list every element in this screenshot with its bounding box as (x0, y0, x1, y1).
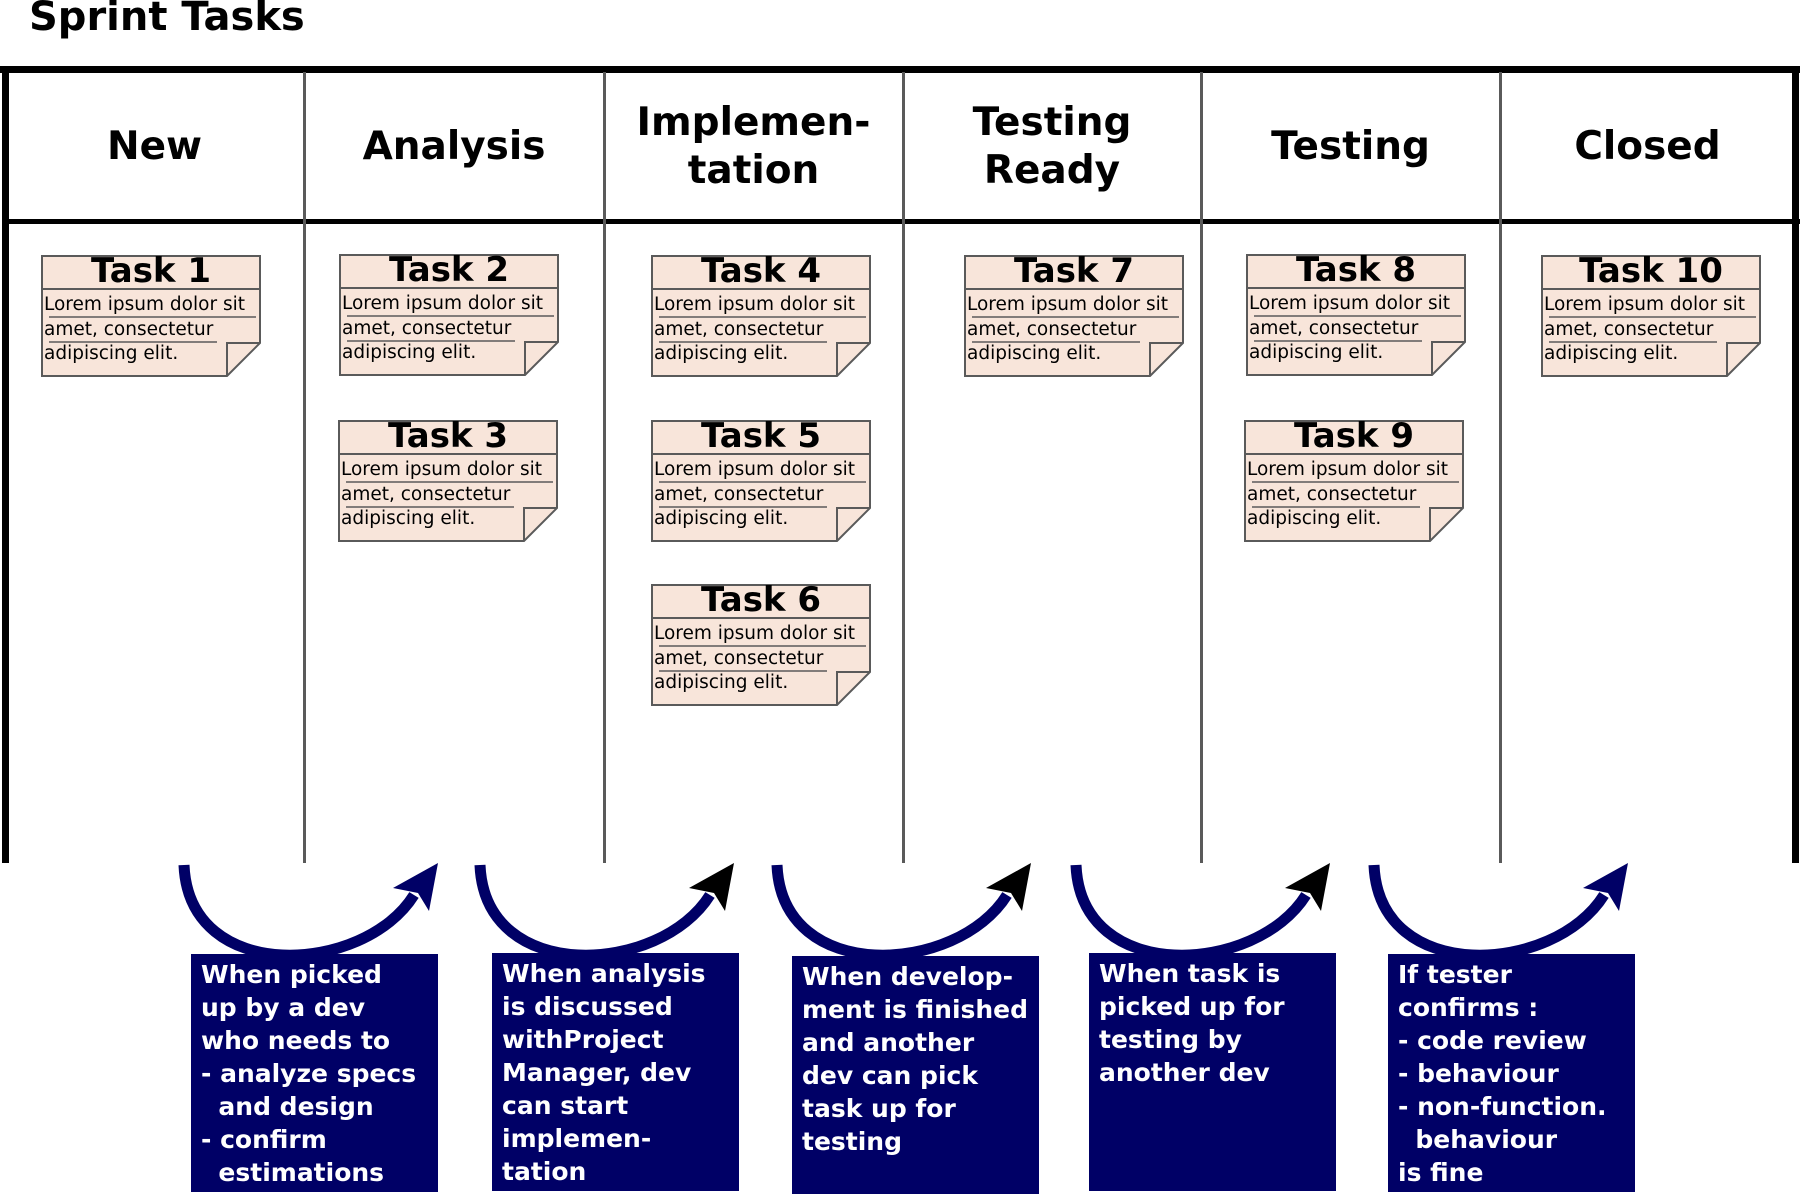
note-shape (1541, 255, 1761, 377)
note-shape (964, 255, 1184, 377)
column-divider (1499, 72, 1502, 863)
note-shape (1246, 254, 1466, 376)
board-left-border (2, 66, 9, 863)
column-header-4: Testing (1271, 124, 1430, 169)
transition-arrow (1070, 864, 1311, 961)
column-divider (902, 72, 905, 863)
column-header-0: New (106, 124, 203, 169)
task-description-line: adipiscing elit. (654, 508, 789, 529)
task-card[interactable]: Task 4 Lorem ipsum dolor sit amet, consect… (651, 251, 871, 377)
page-title: Sprint Tasks (29, 0, 305, 40)
task-title: Task 7 (1013, 251, 1135, 291)
task-description-line: adipiscing elit. (342, 342, 477, 363)
task-description-line: amet, consectetur (1247, 483, 1417, 505)
task-title: Task 8 (1295, 250, 1417, 290)
task-title: Task 9 (1293, 416, 1415, 456)
task-title: Task 10 (1579, 251, 1723, 291)
note-shape (651, 420, 871, 542)
note-shape (1244, 420, 1464, 542)
task-description-line: Lorem ipsum dolor sit (654, 623, 855, 644)
transition-description: When task is picked up for testing by an… (1089, 953, 1336, 1191)
task-description-line: amet, consectetur (654, 647, 824, 669)
arrowhead-icon (1285, 863, 1330, 911)
task-description-line: amet, consectetur (967, 318, 1137, 340)
note-shape (338, 420, 558, 542)
task-description-line: Lorem ipsum dolor sit (654, 459, 855, 480)
transition-arrow (1368, 864, 1609, 961)
column-header-1: Analysis (362, 124, 546, 169)
task-description-line: Lorem ipsum dolor sit (342, 293, 543, 314)
arrowhead-icon (689, 863, 734, 911)
task-card[interactable]: Task 10 Lorem ipsum dolor sit amet, consec… (1541, 251, 1761, 377)
task-description-line: Lorem ipsum dolor sit (967, 294, 1168, 315)
board-right-border (1792, 66, 1799, 863)
task-description-line: amet, consectetur (1544, 318, 1714, 340)
column-divider (603, 72, 606, 863)
column-divider (303, 72, 306, 863)
task-description-line: Lorem ipsum dolor sit (44, 294, 245, 315)
task-description-line: amet, consectetur (341, 483, 511, 505)
task-title: Task 3 (387, 416, 509, 456)
task-description-line: adipiscing elit. (967, 343, 1102, 364)
task-description-line: Lorem ipsum dolor sit (1249, 293, 1450, 314)
task-title: Task 6 (700, 580, 822, 620)
task-title: Task 2 (388, 250, 510, 290)
transition-arrow (771, 864, 1012, 961)
task-description-line: adipiscing elit. (654, 343, 789, 364)
task-description-line: amet, consectetur (342, 317, 512, 339)
task-card[interactable]: Task 2 Lorem ipsum dolor sit amet, consect… (339, 250, 559, 376)
task-title: Task 4 (700, 251, 822, 291)
transition-description: When analysis is discussed withProject M… (492, 953, 739, 1191)
task-description-line: Lorem ipsum dolor sit (1247, 459, 1448, 480)
task-description-line: adipiscing elit. (1249, 342, 1384, 363)
note-shape (41, 255, 261, 377)
task-card[interactable]: Task 6 Lorem ipsum dolor sit amet, consect… (651, 580, 871, 706)
task-title: Task 5 (700, 416, 822, 456)
task-title: Task 1 (90, 251, 212, 291)
task-description-line: adipiscing elit. (1247, 508, 1382, 529)
task-description-line: Lorem ipsum dolor sit (341, 459, 542, 480)
task-description-line: adipiscing elit. (1544, 343, 1679, 364)
task-description-line: adipiscing elit. (654, 672, 789, 693)
task-card[interactable]: Task 1 Lorem ipsum dolor sit amet, consect… (41, 251, 261, 377)
transition-description: When picked up by a dev who needs to - a… (191, 954, 438, 1192)
task-description-line: amet, consectetur (44, 318, 214, 340)
task-description-line: adipiscing elit. (44, 343, 179, 364)
arrowhead-icon (393, 863, 438, 911)
column-header-5: Closed (1574, 124, 1721, 169)
arrowhead-icon (1583, 863, 1628, 911)
task-description-line: Lorem ipsum dolor sit (654, 294, 855, 315)
task-description-line: amet, consectetur (1249, 317, 1419, 339)
column-header-3: Testing Ready (972, 100, 1132, 193)
note-shape (651, 255, 871, 377)
note-shape (651, 584, 871, 706)
task-description-line: amet, consectetur (654, 318, 824, 340)
column-header-2: Implemen- tation (636, 100, 871, 193)
transition-arrow (178, 864, 419, 961)
transition-description: If tester confirms : - code review - beh… (1388, 954, 1635, 1192)
task-description-line: Lorem ipsum dolor sit (1544, 294, 1745, 315)
task-card[interactable]: Task 8 Lorem ipsum dolor sit amet, consect… (1246, 250, 1466, 376)
task-card[interactable]: Task 9 Lorem ipsum dolor sit amet, consect… (1244, 416, 1464, 542)
arrowhead-icon (986, 863, 1031, 911)
transition-description: When develop- ment is finished and anoth… (792, 956, 1039, 1194)
task-card[interactable]: Task 5 Lorem ipsum dolor sit amet, consect… (651, 416, 871, 542)
column-divider (1200, 72, 1203, 863)
task-card[interactable]: Task 7 Lorem ipsum dolor sit amet, consect… (964, 251, 1184, 377)
note-shape (339, 254, 559, 376)
task-card[interactable]: Task 3 Lorem ipsum dolor sit amet, consect… (338, 416, 558, 542)
task-description-line: adipiscing elit. (341, 508, 476, 529)
task-description-line: amet, consectetur (654, 483, 824, 505)
board-top-border (0, 66, 1800, 73)
transition-arrow (474, 864, 715, 961)
